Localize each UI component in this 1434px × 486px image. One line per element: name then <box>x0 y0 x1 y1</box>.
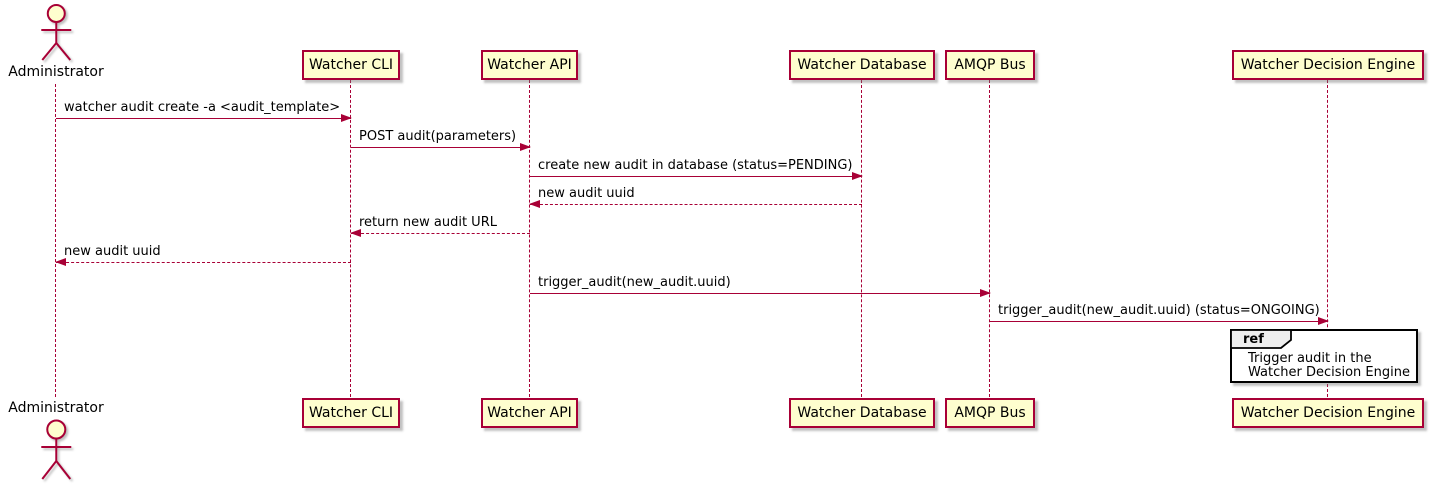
message-new-audit-uuid-admin: new audit uuid <box>55 243 351 266</box>
actor-icon <box>41 419 71 480</box>
participant-watcher-api-top: Watcher API <box>481 50 578 80</box>
ref-body: Trigger audit in the Watcher Decision En… <box>1232 331 1416 380</box>
message-post-audit: POST audit(parameters) <box>351 128 531 151</box>
message-new-audit-uuid-return: new audit uuid <box>529 185 862 208</box>
participant-watcher-decision-engine-top: Watcher Decision Engine <box>1232 50 1424 80</box>
arrowhead-right-icon <box>980 289 991 297</box>
ref-tab-icon <box>1230 329 1292 349</box>
arrowhead-right-icon <box>1318 317 1329 325</box>
actor-administrator-top: Administrator <box>8 3 104 80</box>
actor-administrator-bottom: Administrator <box>8 400 104 482</box>
message-arrow <box>55 258 351 266</box>
message-label: trigger_audit(new_audit.uuid) (status=ON… <box>998 303 1320 318</box>
message-label: new audit uuid <box>538 186 635 201</box>
actor-label: Administrator <box>8 400 104 416</box>
lifeline-watcher-cli <box>350 80 351 397</box>
participant-amqp-bus-bottom: AMQP Bus <box>945 398 1035 428</box>
participant-watcher-cli-bottom: Watcher CLI <box>302 398 400 428</box>
arrowhead-right-icon <box>341 114 352 122</box>
message-create-audit-db: create new audit in database (status=PEN… <box>530 157 863 180</box>
arrowhead-left-icon <box>529 200 540 208</box>
message-label: new audit uuid <box>64 244 161 259</box>
lifeline-watcher-decision-engine <box>1327 80 1328 397</box>
arrowhead-right-icon <box>520 143 531 151</box>
message-arrow <box>529 200 862 208</box>
participant-watcher-cli-top: Watcher CLI <box>302 50 400 80</box>
ref-text-line: Watcher Decision Engine <box>1248 365 1410 380</box>
arrowhead-right-icon <box>852 172 863 180</box>
ref-keyword: ref <box>1243 332 1264 347</box>
message-arrow <box>990 317 1329 325</box>
message-trigger-audit: trigger_audit(new_audit.uuid) <box>530 274 991 297</box>
participant-watcher-database-top: Watcher Database <box>789 50 935 80</box>
message-label: return new audit URL <box>359 215 497 230</box>
lifeline-watcher-api <box>529 80 530 397</box>
message-label: POST audit(parameters) <box>359 129 517 144</box>
message-trigger-audit-ongoing: trigger_audit(new_audit.uuid) (status=ON… <box>990 302 1329 325</box>
message-audit-create: watcher audit create -a <audit_template> <box>56 99 352 122</box>
arrowhead-left-icon <box>350 229 361 237</box>
actor-icon <box>41 4 71 61</box>
message-label: create new audit in database (status=PEN… <box>538 158 853 173</box>
lifeline-amqp-bus <box>989 80 990 397</box>
message-label: watcher audit create -a <audit_template> <box>64 100 341 115</box>
participant-watcher-decision-engine-bottom: Watcher Decision Engine <box>1232 398 1424 428</box>
participant-watcher-api-bottom: Watcher API <box>481 398 578 428</box>
message-label: trigger_audit(new_audit.uuid) <box>538 275 731 290</box>
message-arrow <box>351 143 531 151</box>
actor-label: Administrator <box>8 64 104 80</box>
message-arrow <box>56 114 352 122</box>
participant-amqp-bus-top: AMQP Bus <box>945 50 1035 80</box>
message-arrow <box>530 289 991 297</box>
participant-watcher-database-bottom: Watcher Database <box>789 398 935 428</box>
lifeline-administrator <box>55 84 56 397</box>
arrowhead-left-icon <box>55 258 66 266</box>
lifeline-watcher-database <box>861 80 862 397</box>
ref-fragment: ref Trigger audit in the Watcher Decisio… <box>1230 329 1418 383</box>
message-return-audit-url: return new audit URL <box>350 214 530 237</box>
ref-text-line: Trigger audit in the <box>1248 351 1372 366</box>
message-arrow <box>530 172 863 180</box>
message-arrow <box>350 229 530 237</box>
